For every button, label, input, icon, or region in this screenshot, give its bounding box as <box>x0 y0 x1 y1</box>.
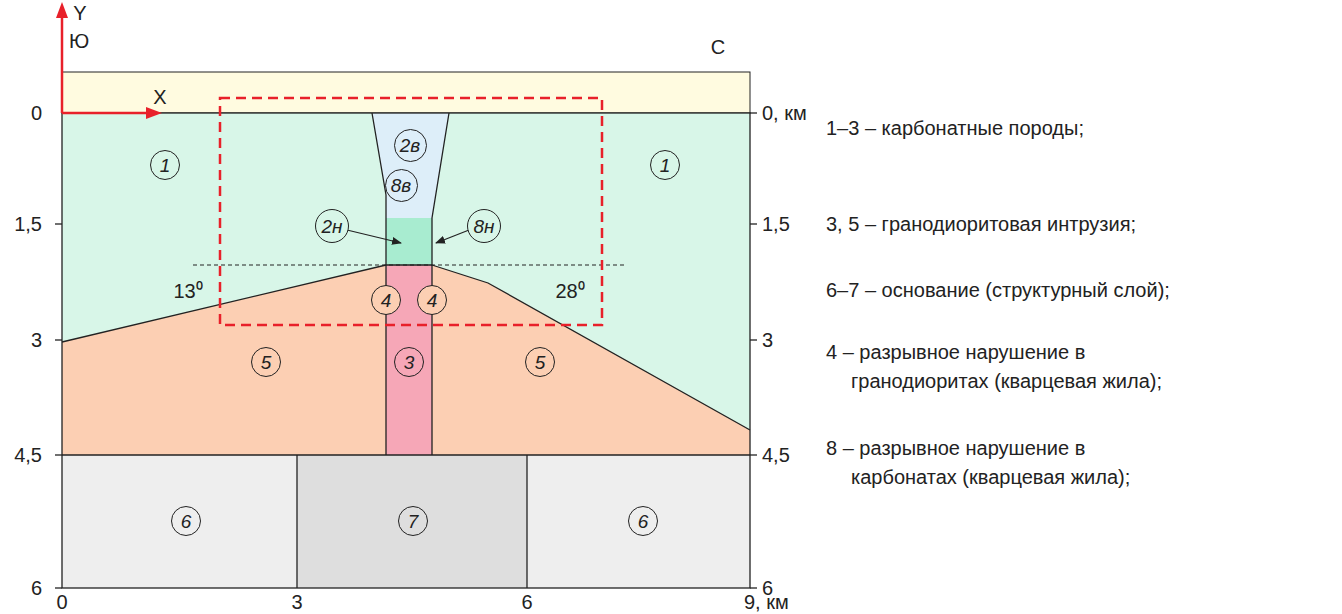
tick-label: 3 <box>762 328 773 352</box>
legend-text: 8 – разрывное нарушение в карбонатах (кв… <box>826 434 1151 492</box>
tick-label: 0, км <box>762 101 807 125</box>
angle-label: 28⁰ <box>555 279 584 303</box>
callout-number: 7 <box>408 512 419 531</box>
callout-circle: 3 <box>394 347 424 377</box>
x-axis <box>62 112 148 115</box>
callout-number: 4 <box>381 291 392 310</box>
callout-number: 1 <box>160 156 171 175</box>
direction-label: С <box>711 35 725 59</box>
callout-number: 6 <box>638 512 649 531</box>
tick-label: 3 <box>291 590 302 614</box>
callout-circle: 1 <box>650 150 680 180</box>
callout-circle: 1 <box>150 150 180 180</box>
tick-label: 6 <box>521 590 532 614</box>
axis-name: Y <box>73 1 86 25</box>
y-axis-head <box>56 2 68 18</box>
callout-circle: 7 <box>398 506 428 536</box>
basement-block <box>62 455 297 588</box>
callout-number: 2н <box>321 217 342 236</box>
tick-label: 0 <box>56 590 67 614</box>
callout-circle: 5 <box>251 347 281 377</box>
axis-name: X <box>153 85 166 109</box>
contact-level <box>193 265 627 266</box>
callout-number: 2в <box>400 136 420 155</box>
legend-text: 4 – разрывное нарушение в гранодиоритах … <box>826 338 1171 396</box>
basement-block <box>527 455 750 588</box>
tick-label: 1,5 <box>14 212 42 236</box>
callout-circle: 6 <box>628 506 658 536</box>
tick-label: 9, км <box>744 590 789 614</box>
tick-label: 0 <box>31 101 42 125</box>
tick-label: 1,5 <box>762 212 790 236</box>
callout-circle: 2в <box>394 129 427 162</box>
leader-arrow <box>436 230 469 243</box>
angle-label: 13⁰ <box>173 279 202 303</box>
y-axis <box>61 16 64 113</box>
surface-band <box>62 72 750 113</box>
callout-number: 5 <box>535 353 546 372</box>
callout-number: 5 <box>261 353 272 372</box>
leader-arrow <box>347 230 401 243</box>
model-area <box>220 98 602 325</box>
tick-label: 6 <box>31 576 42 600</box>
legend-text: 1–3 – карбонатные породы; <box>826 116 1084 140</box>
callout-circle: 2н <box>315 209 349 243</box>
tick-label: 4,5 <box>762 443 790 467</box>
upper-carbonate-zone <box>372 113 449 218</box>
basement-block <box>297 455 527 588</box>
callout-number: 1 <box>660 156 671 175</box>
tick-label: 4,5 <box>14 443 42 467</box>
carbonate-layer <box>62 113 750 455</box>
callout-number: 8н <box>473 217 494 236</box>
callout-number: 6 <box>181 512 192 531</box>
callout-circle: 8н <box>467 209 501 243</box>
callout-circle: 4 <box>371 285 401 315</box>
legend-text: 3, 5 – гранодиоритовая интрузия; <box>826 212 1136 236</box>
tick-label: 3 <box>31 328 42 352</box>
callout-circle: 5 <box>525 347 555 377</box>
direction-label: Ю <box>69 29 89 53</box>
legend-text: 6–7 – основание (структурный слой); <box>826 278 1170 302</box>
callout-number: 4 <box>427 291 438 310</box>
callout-circle: 8в <box>385 169 418 202</box>
granodiorite-intrusion <box>62 265 750 455</box>
callout-circle: 6 <box>171 506 201 536</box>
callout-circle: 4 <box>417 285 447 315</box>
boundaries <box>55 113 757 588</box>
callout-number: 8в <box>391 176 411 195</box>
callout-number: 3 <box>404 353 415 372</box>
x-axis-head <box>146 107 162 119</box>
